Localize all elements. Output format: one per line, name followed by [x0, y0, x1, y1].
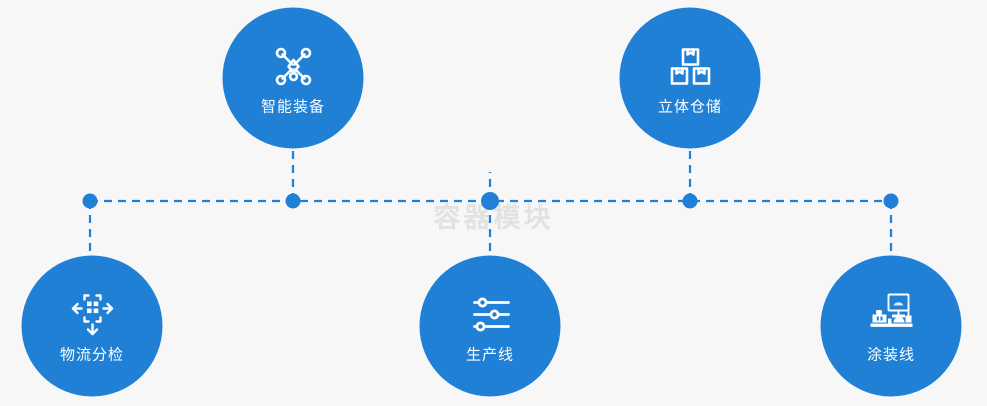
node-production-line[interactable]: 生产线	[419, 255, 561, 397]
node-smart-equipment[interactable]: 智能装备	[222, 7, 364, 149]
node-logistics-sorting[interactable]: 物流分检	[21, 255, 163, 397]
node-label-stereo-warehouse: 立体仓储	[657, 97, 722, 115]
spine-dot-center[interactable]	[481, 192, 499, 210]
node-painting-line[interactable]: 涂装线	[820, 255, 962, 397]
sorting-arrows-icon	[68, 290, 116, 338]
factory-monitor-icon	[867, 290, 915, 338]
node-stereo-warehouse[interactable]: 立体仓储	[619, 7, 761, 149]
node-label-logistics-sorting: 物流分检	[59, 345, 124, 363]
spine-dot-painting-line[interactable]	[883, 193, 899, 209]
node-label-production-line: 生产线	[465, 345, 514, 363]
spine-dot-stereo-warehouse[interactable]	[682, 193, 698, 209]
node-label-painting-line: 涂装线	[866, 345, 915, 363]
network-nodes-icon	[269, 42, 317, 90]
spine-dot-logistics-sorting[interactable]	[82, 193, 98, 209]
sliders-icon	[466, 290, 514, 338]
spine-dot-smart-equipment[interactable]	[285, 193, 301, 209]
node-label-smart-equipment: 智能装备	[260, 97, 325, 115]
stacked-boxes-icon	[666, 42, 714, 90]
